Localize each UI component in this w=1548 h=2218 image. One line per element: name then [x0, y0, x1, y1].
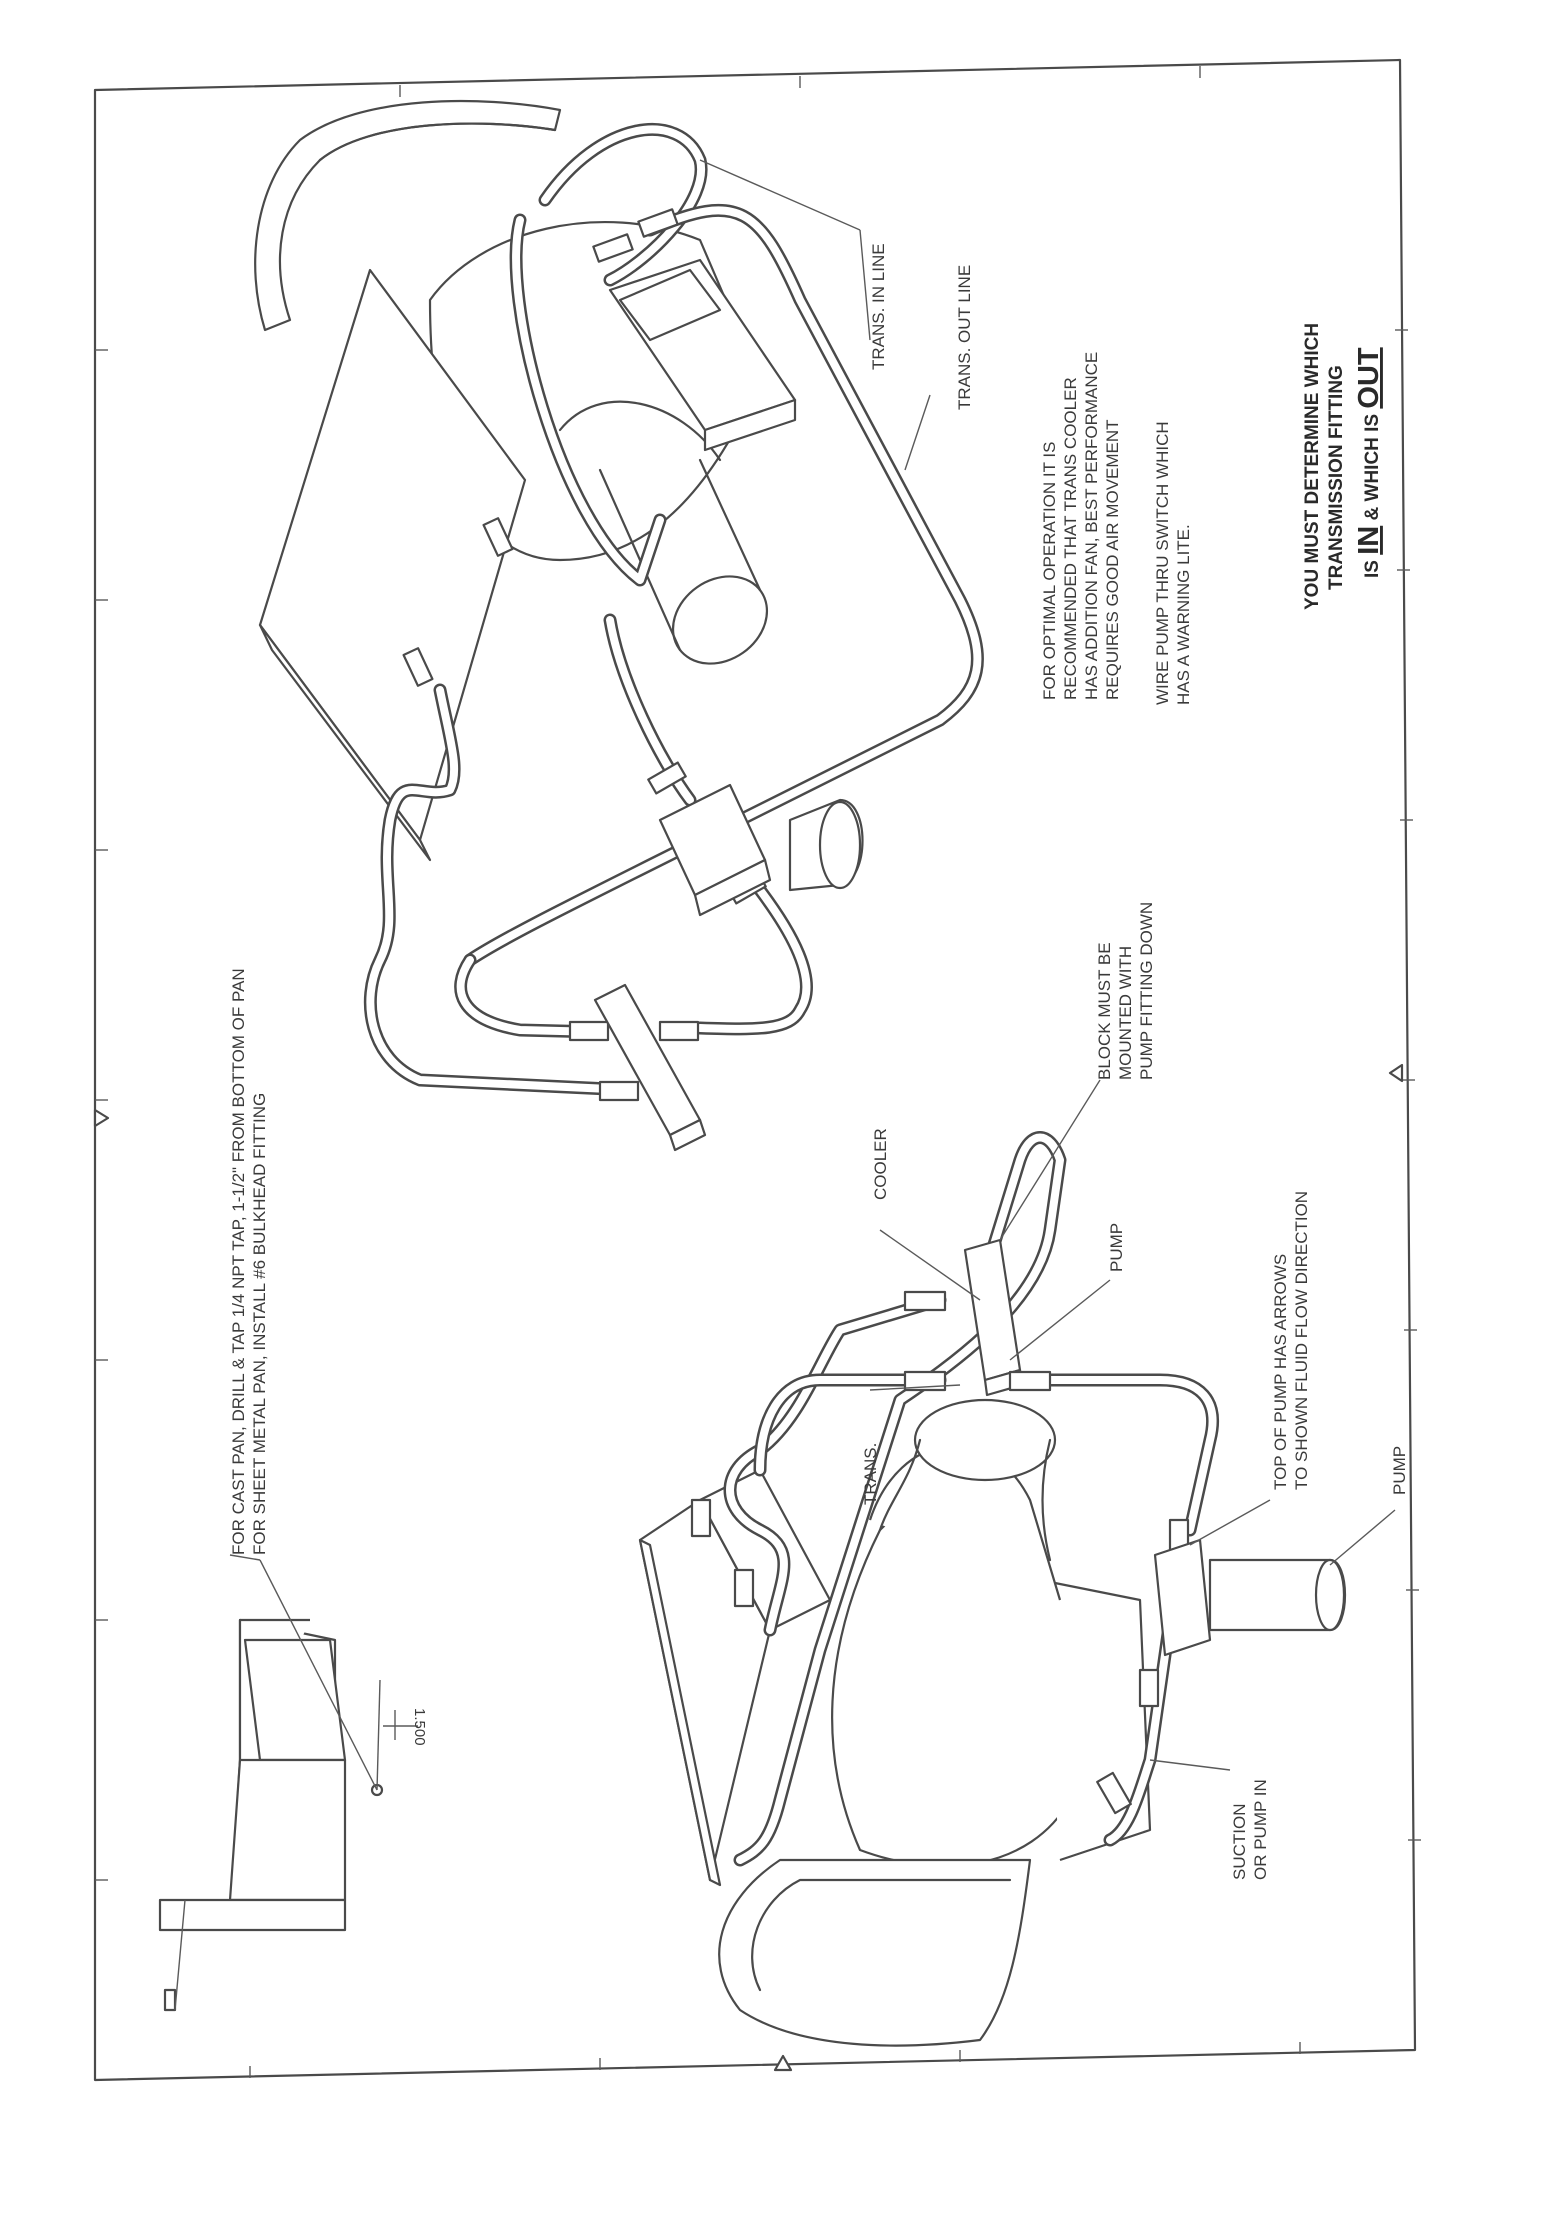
label-trans: TRANS. — [861, 1443, 880, 1505]
note-top-of-pump-line-2: TO SHOWN FLUID FLOW DIRECTION — [1292, 1191, 1311, 1490]
warning-line-1: YOU MUST DETERMINE WHICH — [1302, 323, 1323, 610]
lower-assembly — [638, 1079, 1396, 2047]
note-cast-pan-line-1: FOR CAST PAN, DRILL & TAP 1/4 NPT TAP, 1… — [229, 968, 248, 1555]
note-wire-line-2: HAS A WARNING LITE. — [1174, 524, 1193, 705]
label-pump-top: PUMP — [1107, 1223, 1126, 1272]
callout-labels: TRANS. IN LINE TRANS. OUT LINE FOR OPTIM… — [229, 243, 1409, 1880]
label-trans-out-line: TRANS. OUT LINE — [955, 265, 974, 410]
upper-assembly — [254, 99, 984, 1152]
upper-oil-pan — [258, 268, 527, 862]
warning-line-2: TRANSMISSION FITTING — [1326, 365, 1347, 590]
upper-pump — [658, 783, 864, 917]
dimension-label: 1.500 — [411, 1708, 428, 1746]
upper-tubing — [363, 123, 984, 1097]
label-suction-line-1: SUCTION — [1230, 1804, 1249, 1881]
label-trans-in-line: TRANS. IN LINE — [869, 243, 888, 370]
label-pump-side: PUMP — [1390, 1446, 1409, 1495]
lower-fittings — [690, 1290, 1190, 1815]
note-wire-line-1: WIRE PUMP THRU SWITCH WHICH — [1153, 421, 1172, 705]
warning-line-3: IS IN & WHICH IS OUT — [1353, 347, 1385, 578]
note-cast-pan-line-2: FOR SHEET METAL PAN, INSTALL #6 BULKHEAD… — [250, 1093, 269, 1555]
pan-detail — [158, 1554, 418, 2012]
upper-tray — [608, 258, 797, 452]
label-block-line-1: BLOCK MUST BE — [1095, 942, 1114, 1080]
lower-cooler-plate — [638, 1468, 832, 1887]
upper-bell-housing — [254, 99, 562, 332]
note-optimal-line-3: HAS ADDITION FAN, BEST PERFORMANCE — [1082, 352, 1101, 700]
note-optimal-line-2: RECOMMENDED THAT TRANS COOLER — [1061, 377, 1080, 700]
drawing-frame — [93, 58, 1421, 2082]
upper-block — [593, 983, 707, 1152]
label-block-line-3: PUMP FITTING DOWN — [1137, 902, 1156, 1080]
label-block-line-2: MOUNTED WITH — [1116, 946, 1135, 1080]
upper-fittings — [402, 208, 767, 1102]
lower-pump — [1153, 1538, 1346, 1657]
label-suction-line-2: OR PUMP IN — [1251, 1779, 1270, 1880]
note-top-of-pump-line-1: TOP OF PUMP HAS ARROWS — [1271, 1254, 1290, 1490]
note-optimal-line-1: FOR OPTIMAL OPERATION IT IS — [1040, 442, 1059, 701]
lower-transmission — [718, 1398, 1152, 2047]
note-optimal-line-4: REQUIRES GOOD AIR MOVEMENT — [1103, 419, 1122, 700]
label-cooler: COOLER — [871, 1128, 890, 1200]
